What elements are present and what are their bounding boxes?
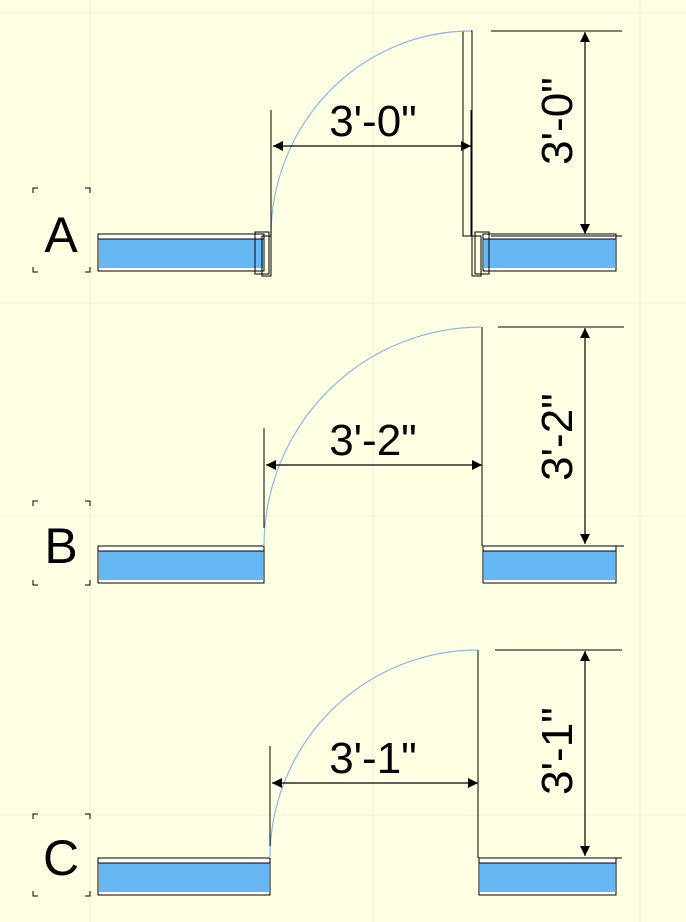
wall-left: [97, 545, 265, 584]
door-label: A: [44, 207, 78, 263]
door-swing-arc: [263, 326, 483, 547]
wall-left: [97, 233, 265, 272]
door-label: C: [43, 830, 79, 886]
label-bracket: [32, 813, 91, 897]
vertical-dimension: 3'-2": [533, 393, 582, 481]
horizontal-dimension: 3'-1": [329, 734, 417, 783]
door-label: B: [44, 518, 77, 574]
horizontal-dimension: 3'-0": [329, 97, 417, 146]
door-frame-right: [471, 231, 490, 277]
wall-left: [97, 857, 271, 896]
vertical-dimension: 3'-1": [533, 707, 582, 795]
door-swing-arc: [269, 649, 479, 859]
door-detail-a: A 3'-0" 3'-0": [32, 30, 622, 277]
door-detail-b: B 3'-2" 3'-2": [32, 326, 624, 586]
horizontal-dimension: 3'-2": [329, 416, 417, 465]
wall-right: [478, 857, 617, 896]
door-frame-left: [254, 231, 272, 277]
wall-right: [482, 233, 617, 272]
label-bracket: [32, 187, 91, 273]
door-swing-arc: [270, 30, 472, 237]
vertical-dimension: 3'-0": [533, 77, 582, 165]
door-detail-c: C 3'-1" 3'-1": [32, 649, 622, 897]
label-bracket: [32, 500, 91, 586]
wall-right: [482, 545, 617, 584]
